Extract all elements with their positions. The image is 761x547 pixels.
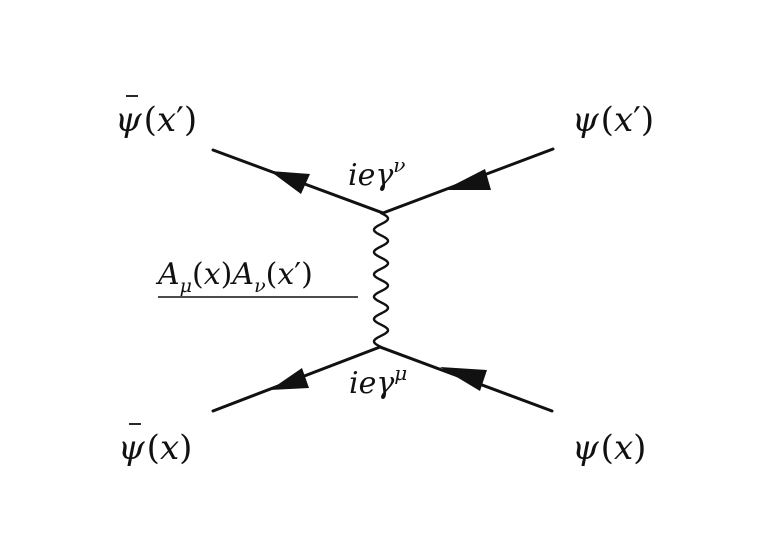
svg-text:ψ(x′): ψ(x′) bbox=[115, 100, 197, 140]
svg-text:ψ(x′): ψ(x′) bbox=[572, 100, 654, 140]
label-psibar-x: ψ(x) bbox=[118, 423, 192, 468]
label-psi-xprime: ψ(x′) bbox=[572, 100, 654, 140]
label-psibar-xprime: ψ(x′) bbox=[115, 95, 197, 140]
label-psi-x: ψ(x) bbox=[572, 428, 646, 468]
svg-text:ψ(x): ψ(x) bbox=[118, 428, 192, 468]
label-propagator: Aμ(x)Aν(x′) bbox=[155, 257, 313, 297]
arrow-bottom-right bbox=[440, 367, 487, 391]
photon-propagator-wavy-line bbox=[372, 211, 390, 349]
label-vertex-top: ieγν bbox=[348, 153, 405, 193]
arrow-top-left bbox=[270, 171, 310, 194]
label-vertex-bottom: ieγμ bbox=[349, 361, 407, 401]
arrow-top-right bbox=[444, 169, 491, 190]
arrow-bottom-left bbox=[270, 368, 309, 390]
svg-text:ψ(x): ψ(x) bbox=[572, 428, 646, 468]
